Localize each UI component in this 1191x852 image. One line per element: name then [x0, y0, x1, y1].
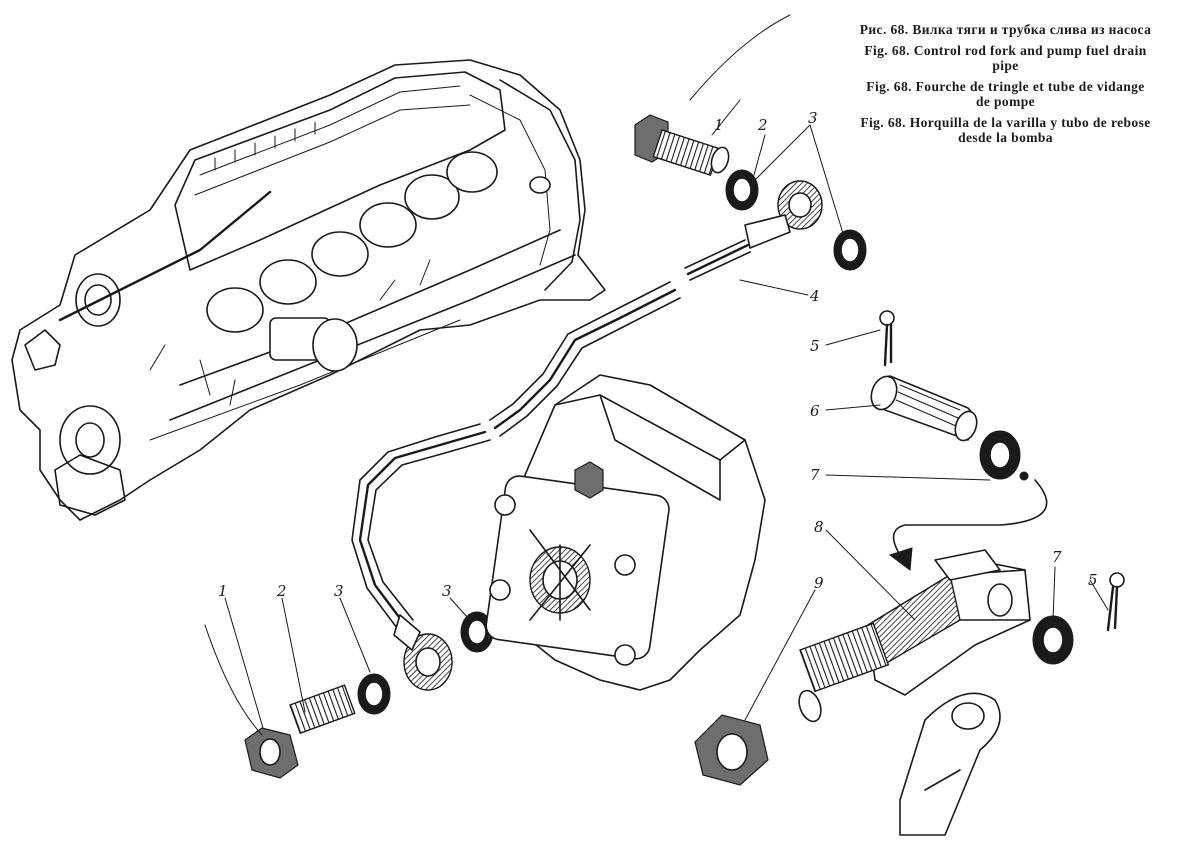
top-banjo-bolt [634, 114, 730, 177]
hex-nut [694, 714, 769, 786]
callout-bottom-1: 1 [218, 582, 228, 600]
caption-english: Fig. 68. Control rod fork and pump fuel … [864, 43, 1147, 73]
callout-right-5-bottom: 5 [1088, 571, 1098, 589]
top-cotter-pin [879, 310, 895, 367]
pin-washer [979, 430, 1021, 480]
callout-top-2: 2 [757, 116, 768, 134]
callout-top-3: 3 [808, 109, 818, 127]
pin-6 [870, 375, 978, 442]
bottom-cotter-pin [1106, 572, 1125, 632]
figure-caption: Рис. 68. Вилка тяги и трубка слива из на… [858, 22, 1153, 151]
caption-russian: Рис. 68. Вилка тяги и трубка слива из на… [859, 22, 1152, 37]
bottom-banjo-fitting [393, 614, 453, 691]
callout-bottom-3-left: 3 [334, 582, 344, 600]
callout-right-6: 6 [810, 402, 820, 420]
bottom-banjo-bolt [244, 684, 356, 779]
caption-french: Fig. 68. Fourche de tringle et tube de v… [866, 79, 1145, 109]
top-sealing-washer [725, 169, 759, 211]
callout-right-7-bottom: 7 [1052, 548, 1062, 566]
callout-bottom-2: 2 [276, 582, 287, 600]
leader-lines [204, 14, 1109, 736]
top-right-washer [833, 229, 867, 271]
callout-top-4: 4 [809, 287, 820, 305]
control-rod-fork [798, 549, 1031, 723]
callout-bottom-9: 9 [814, 574, 824, 592]
fork-washer [1032, 615, 1074, 665]
callout-right-5-top: 5 [810, 337, 820, 355]
caption-spanish: Fig. 68. Horquilla de la varilla y tubo … [860, 115, 1151, 145]
callout-right-7-top: 7 [810, 466, 820, 484]
engine-block-drawing [11, 59, 606, 521]
pump-housing [485, 374, 766, 691]
top-banjo-fitting [684, 180, 823, 281]
rod-eye-end [899, 692, 1001, 836]
bottom-left-washer [357, 673, 391, 715]
drain-pipe [351, 281, 681, 629]
ball-detent [1019, 471, 1029, 481]
callout-bottom-3-mid: 3 [442, 582, 452, 600]
assembly-arrow-line [892, 479, 1048, 556]
bottom-mid-washer [460, 611, 494, 653]
callout-right-8: 8 [814, 518, 824, 536]
assembly-arrow-head [888, 547, 913, 571]
callout-top-1: 1 [714, 116, 724, 134]
